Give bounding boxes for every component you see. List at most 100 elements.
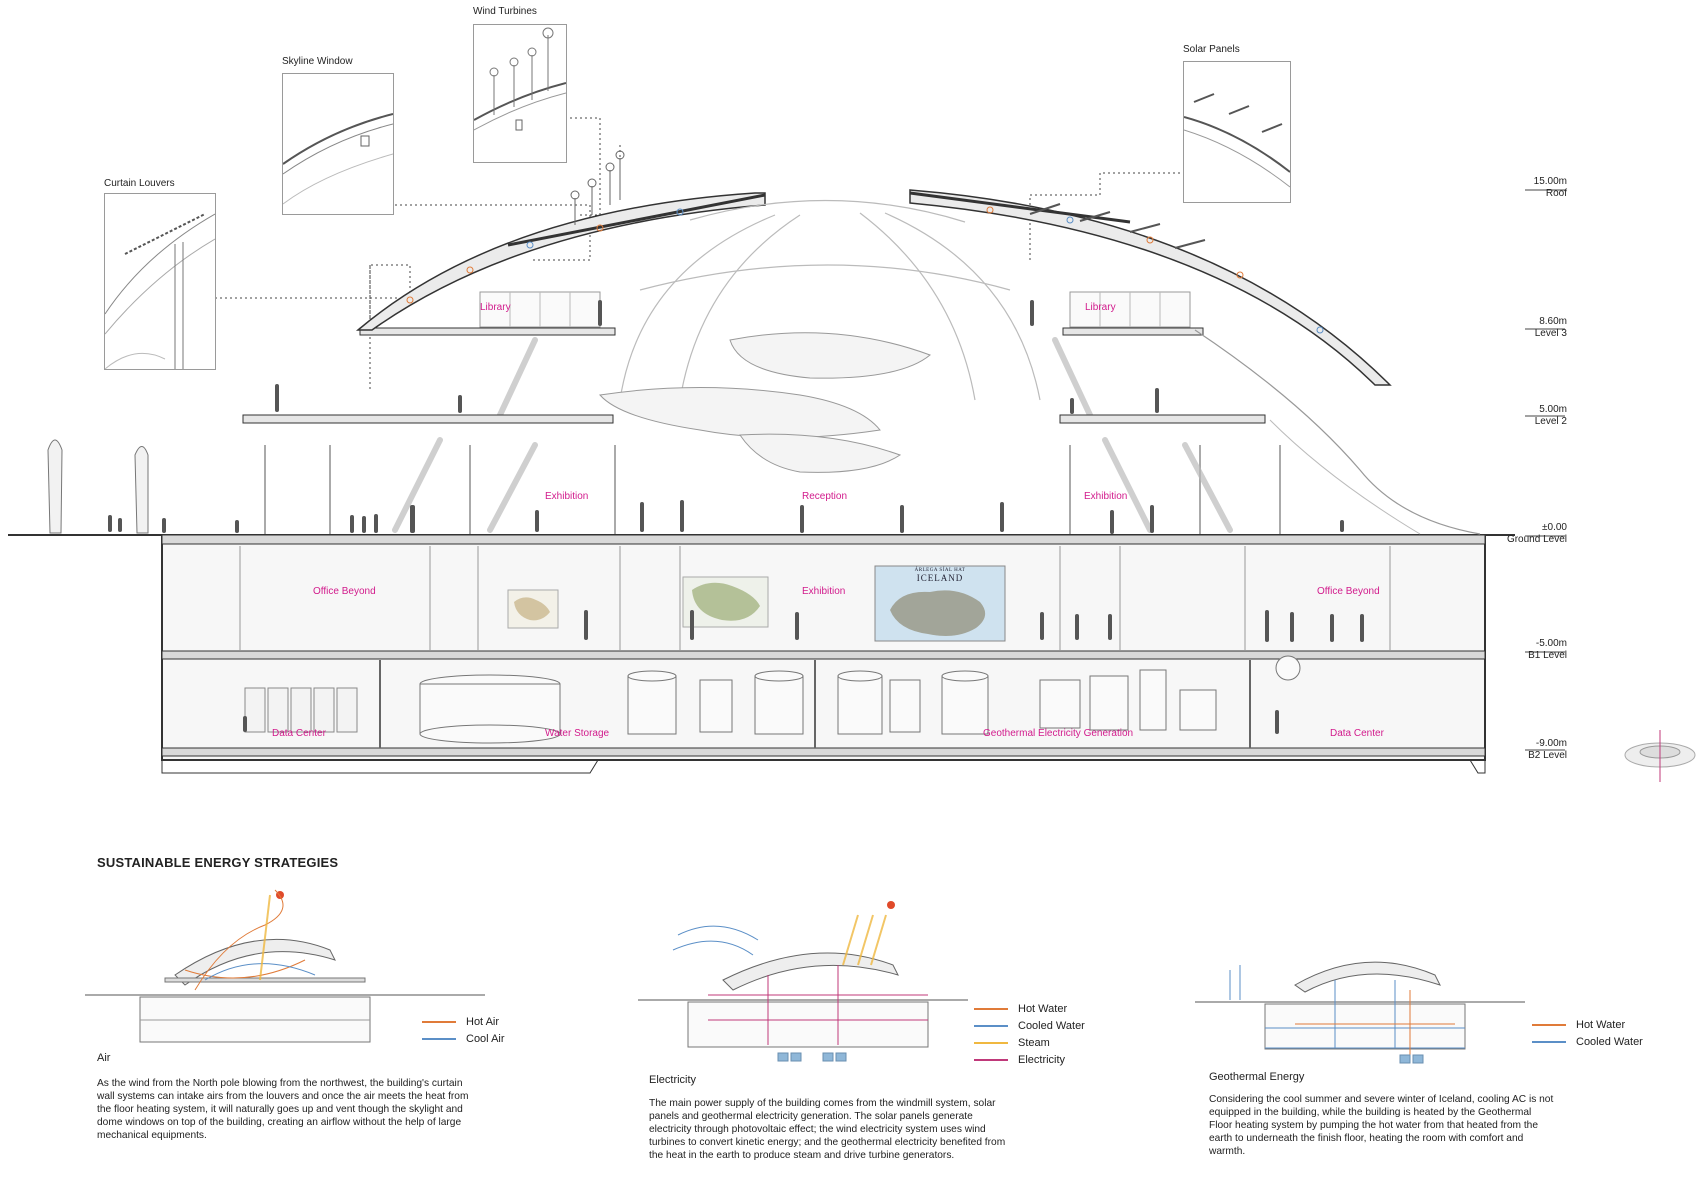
- legend-label: Steam: [1018, 1036, 1050, 1049]
- leader-solar-panels: [1029, 172, 1195, 260]
- leader-skyline-window: [390, 204, 591, 261]
- poster-title: ICELAND: [916, 573, 964, 583]
- monolith-1: [47, 439, 63, 534]
- level2-slab-right: [1059, 414, 1266, 424]
- curtain-louvers-detail: [104, 193, 216, 370]
- strategy-text-electricity: The main power supply of the building co…: [649, 1098, 1006, 1161]
- skyline-window-detail: [282, 73, 394, 215]
- geothermal-legend: Hot Water Cooled Water: [1532, 1016, 1643, 1050]
- legend-label: Hot Water: [1576, 1018, 1626, 1031]
- legend-label: Hot Air: [466, 1015, 500, 1028]
- wind-turbine-icon: [570, 150, 625, 225]
- level3-slab-left: [359, 327, 616, 336]
- room-library-right: Library: [1085, 302, 1116, 313]
- dome-right-shell: [909, 189, 1392, 386]
- legend-swatch-electricity: [974, 1058, 1008, 1061]
- dome-left-shell: [355, 192, 766, 331]
- level-name: Roof: [1545, 188, 1567, 199]
- legend-label: Cooled Water: [1576, 1035, 1643, 1048]
- level-name: Ground Level: [1506, 534, 1567, 545]
- room-office-right: Office Beyond: [1317, 586, 1380, 597]
- level-3: 8.60m Level 3: [1505, 316, 1567, 340]
- strategy-text-geothermal: Considering the cool summer and severe w…: [1209, 1094, 1554, 1157]
- electricity-legend: Hot Water Cooled Water Steam Electricity: [974, 1000, 1085, 1068]
- building-section-drawing: [8, 117, 1696, 782]
- level-elevation: 15.00m: [1533, 176, 1567, 187]
- level3-slab-right: [1062, 327, 1204, 336]
- person-icon: [108, 300, 1364, 734]
- room-data-center-right: Data Center: [1330, 728, 1384, 739]
- room-geothermal-generation: Geothermal Electricity Generation: [983, 728, 1134, 739]
- room-office-left: Office Beyond: [313, 586, 376, 597]
- level-name: Level 3: [1534, 328, 1567, 339]
- air-diagram: [85, 889, 485, 1043]
- level-elevation: -5.00m: [1535, 638, 1567, 649]
- server-rack-icon: [244, 687, 358, 733]
- legend-label: Hot Water: [1018, 1002, 1068, 1015]
- monolith-2: [134, 446, 149, 534]
- poster-kicker: ÁRLEGA SÍAL HAT: [914, 568, 966, 573]
- room-library-left: Library: [480, 302, 511, 313]
- legend-hot-air: Hot Air: [422, 1013, 505, 1030]
- legend-electricity: Electricity: [974, 1051, 1085, 1068]
- solar-panel-icon: [1029, 203, 1206, 249]
- level2-slab-left: [242, 414, 614, 424]
- room-water-storage: Water Storage: [545, 728, 610, 739]
- level-b2: -9.00m B2 Level: [1505, 738, 1567, 762]
- water-tank-icon: [627, 675, 677, 735]
- callout-skyline-window: Skyline Window: [282, 56, 353, 67]
- legend-swatch-cool: [422, 1037, 456, 1040]
- basement-shell: [161, 536, 1486, 761]
- callout-solar-panels: Solar Panels: [1183, 44, 1240, 55]
- legend-cooled-water: Cooled Water: [1532, 1033, 1643, 1050]
- b2-slab: [161, 747, 1486, 757]
- level-2: 5.00m Level 2: [1505, 404, 1567, 428]
- solar-panels-detail: [1183, 61, 1291, 203]
- legend-label: Electricity: [1018, 1053, 1066, 1066]
- wind-turbines-detail: [473, 24, 567, 163]
- room-exhibition-left: Exhibition: [545, 491, 589, 502]
- legend-hot-water: Hot Water: [974, 1000, 1085, 1017]
- room-exhibition-b1: Exhibition: [802, 586, 846, 597]
- section-title: SUSTAINABLE ENERGY STRATEGIES: [97, 855, 339, 870]
- level-name: B2 Level: [1528, 750, 1567, 761]
- b1-slab: [161, 650, 1486, 660]
- strategy-title-electricity: Electricity: [649, 1074, 697, 1086]
- legend-swatch-hot: [974, 1007, 1008, 1010]
- geothermal-diagram: [1195, 961, 1525, 1064]
- level-name: B1 Level: [1528, 650, 1567, 661]
- leader-wind-turbines: [550, 117, 601, 216]
- legend-hot-water: Hot Water: [1532, 1016, 1643, 1033]
- legend-cooled-water: Cooled Water: [974, 1017, 1085, 1034]
- leader-curtain-louvers: [215, 264, 411, 390]
- room-exhibition-right: Exhibition: [1084, 491, 1128, 502]
- callout-wind-turbines: Wind Turbines: [473, 6, 537, 17]
- compass-icon: [1624, 730, 1696, 782]
- iceland-poster-text: ÁRLEGA SÍAL HAT ICELAND: [875, 568, 1005, 583]
- level-elevation: 8.60m: [1539, 316, 1567, 327]
- legend-label: Cooled Water: [1018, 1019, 1085, 1032]
- legend-cool-air: Cool Air: [422, 1030, 505, 1047]
- legend-swatch-hot: [1532, 1023, 1566, 1026]
- level-b1: -5.00m B1 Level: [1505, 638, 1567, 662]
- level-roof: 15.00m Roof: [1505, 176, 1567, 200]
- callout-curtain-louvers: Curtain Louvers: [104, 178, 175, 189]
- ground-slab: [161, 534, 1486, 545]
- strategy-text-air: As the wind from the North pole blowing …: [97, 1078, 469, 1141]
- level-elevation: -9.00m: [1535, 738, 1567, 749]
- room-reception: Reception: [802, 491, 848, 502]
- sun-icon: [887, 901, 895, 909]
- legend-swatch-cool: [1532, 1040, 1566, 1043]
- room-data-center-left: Data Center: [272, 728, 326, 739]
- legend-label: Cool Air: [466, 1032, 505, 1045]
- air-legend: Hot Air Cool Air: [422, 1013, 505, 1047]
- level-ground: ±0.00 Ground Level: [1495, 522, 1567, 546]
- strategy-title-air: Air: [97, 1052, 111, 1064]
- legend-swatch-hot: [422, 1020, 456, 1023]
- legend-steam: Steam: [974, 1034, 1085, 1051]
- legend-swatch-cool: [974, 1024, 1008, 1027]
- electricity-diagram: [638, 901, 968, 1062]
- strategy-title-geothermal: Geothermal Energy: [1209, 1071, 1305, 1083]
- legend-swatch-steam: [974, 1041, 1008, 1044]
